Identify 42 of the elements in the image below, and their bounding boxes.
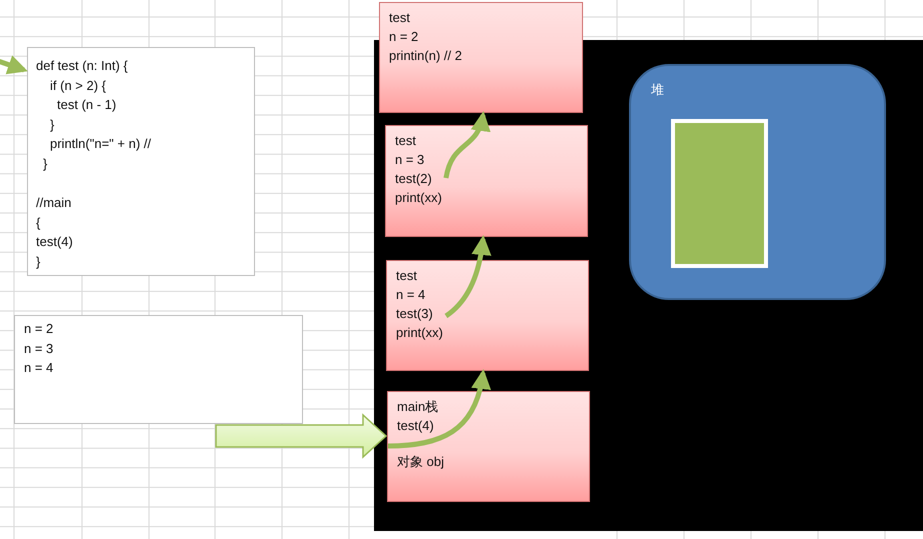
frame-text: print(xx) [396, 325, 443, 341]
heap-area [629, 64, 886, 300]
arrow [0, 55, 28, 74]
code-line: def test (n: Int) { [36, 58, 128, 74]
stack-frame [386, 260, 589, 371]
frame-text: 对象 obj [397, 454, 444, 470]
code-line: test(4) [36, 234, 73, 250]
frame-text: main栈 [397, 399, 438, 415]
frame-text: print(xx) [395, 190, 442, 206]
code-box [27, 47, 255, 276]
object-block [671, 119, 768, 268]
stack-frame [379, 2, 583, 113]
curved-arrow [444, 235, 492, 318]
frame-text: test(3) [396, 306, 433, 322]
block-arrow [215, 413, 388, 459]
frame-text: n = 2 [389, 29, 418, 45]
heap-label: 堆 [651, 82, 664, 98]
frame-text: test [389, 10, 410, 26]
stack-frame [385, 125, 588, 237]
output-line: n = 2 [24, 321, 54, 337]
code-line: println("n=" + n) // [50, 136, 151, 152]
frame-text: test [395, 133, 416, 149]
code-line: test (n - 1) [57, 97, 116, 114]
curved-arrow [444, 111, 490, 179]
code-line: if (n > 2) { [50, 78, 106, 94]
stack-frame [387, 391, 590, 502]
output-line: n = 3 [24, 340, 54, 356]
code-line: } [43, 156, 48, 172]
frame-text: n = 3 [395, 152, 424, 168]
code-line: } [50, 116, 54, 133]
curved-arrow [388, 369, 490, 448]
frame-text: n = 4 [396, 287, 426, 303]
code-line: //main [36, 195, 72, 211]
frame-text: test [396, 268, 417, 284]
frame-text: test(2) [395, 171, 432, 187]
frame-text: test(4) [397, 418, 434, 434]
code-line: { [36, 214, 40, 231]
output-line: n = 4 [24, 360, 54, 376]
frame-text: printin(n) // 2 [389, 48, 462, 64]
stack-panel [374, 40, 923, 531]
output-box [14, 315, 303, 424]
code-line: } [36, 254, 40, 270]
